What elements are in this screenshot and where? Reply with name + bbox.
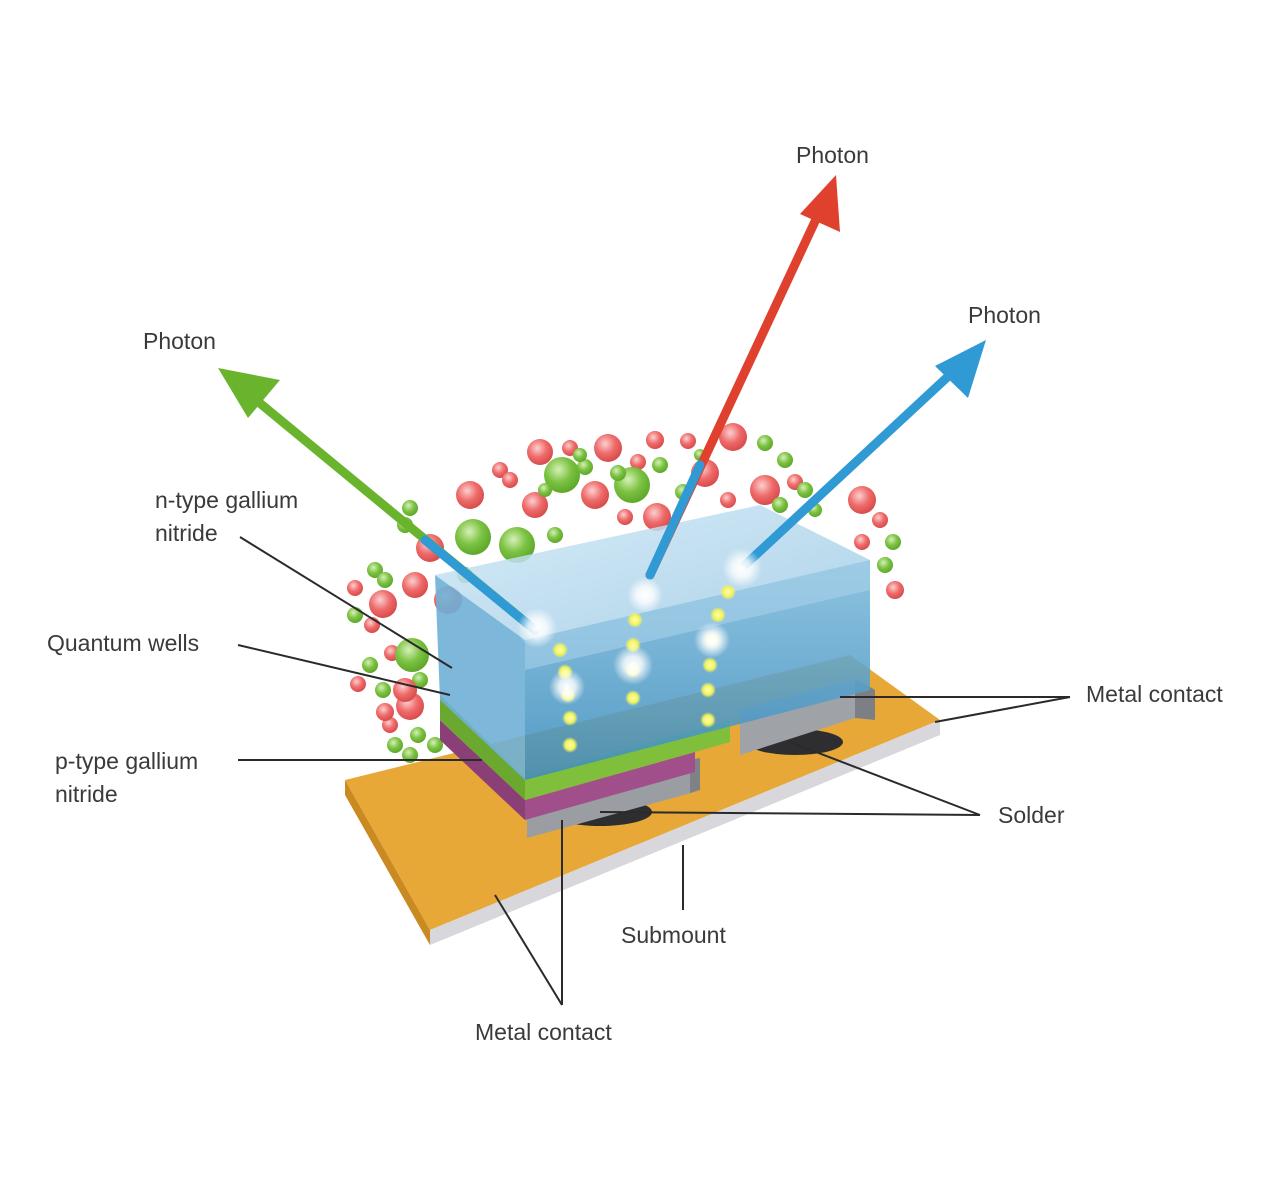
red-particle <box>594 434 622 462</box>
green-particle <box>362 657 378 673</box>
red-particle <box>719 423 747 451</box>
green-particle <box>577 459 593 475</box>
red-particle <box>376 703 394 721</box>
green-particle <box>367 562 383 578</box>
p-type-layer <box>440 720 695 820</box>
label-photon-right: Photon <box>968 302 1041 328</box>
label-submount: Submount <box>621 922 726 948</box>
green-particle <box>757 435 773 451</box>
green-particle <box>772 497 788 513</box>
label-photon-left: Photon <box>143 328 216 354</box>
red-particle <box>402 572 428 598</box>
photon-arrow-red <box>645 175 840 580</box>
green-particle <box>347 607 363 623</box>
label-metal-contact-right: Metal contact <box>1086 681 1223 707</box>
red-particle <box>502 472 518 488</box>
green-particle <box>777 452 793 468</box>
label-solder: Solder <box>998 802 1065 828</box>
sparkle <box>517 608 557 648</box>
label-n-type-line2: nitride <box>155 520 218 546</box>
quantum-wells-layer <box>440 695 730 800</box>
label-metal-contact-bottom: Metal contact <box>475 1019 612 1045</box>
emission-dot <box>700 682 716 698</box>
green-particle <box>538 483 552 497</box>
red-particle <box>492 462 508 478</box>
label-photon-top: Photon <box>796 142 869 168</box>
green-particle <box>402 500 418 516</box>
green-particle <box>573 448 587 462</box>
red-particle <box>630 454 646 470</box>
red-particle <box>347 580 363 596</box>
red-particle <box>456 481 484 509</box>
green-particle <box>395 638 429 672</box>
photon-arrow-green <box>218 368 540 635</box>
green-particle <box>410 727 426 743</box>
leader-lines <box>237 536 1071 1006</box>
emission-dot <box>710 607 726 623</box>
green-particle <box>610 465 626 481</box>
green-particle <box>652 457 668 473</box>
red-particle <box>720 492 736 508</box>
label-p-type-line1: p-type gallium <box>55 748 199 774</box>
green-particle <box>387 737 403 753</box>
photon-emission-sparkles <box>517 548 762 705</box>
red-particle <box>848 486 876 514</box>
sparkle <box>613 645 653 685</box>
red-particle <box>617 509 633 525</box>
green-particle <box>877 557 893 573</box>
green-particle <box>544 457 580 493</box>
label-n-type-line1: n-type gallium <box>155 487 299 513</box>
red-particle <box>750 475 780 505</box>
red-particle <box>886 581 904 599</box>
green-particle <box>412 672 428 688</box>
emission-dot <box>627 612 643 628</box>
red-particle <box>680 433 696 449</box>
red-particle <box>369 590 397 618</box>
green-particle <box>375 682 391 698</box>
green-particle <box>885 534 901 550</box>
red-particle <box>350 676 366 692</box>
green-particle <box>455 519 491 555</box>
emission-dot <box>700 712 716 728</box>
emission-dot <box>562 710 578 726</box>
green-particle <box>427 737 443 753</box>
sparkle <box>694 622 730 658</box>
emission-dot <box>720 584 736 600</box>
sparkle <box>722 548 762 588</box>
red-particle <box>643 503 671 531</box>
red-particle <box>872 512 888 528</box>
emission-dot <box>702 657 718 673</box>
green-particle <box>377 572 393 588</box>
red-particle <box>393 678 417 702</box>
emission-dot <box>562 737 578 753</box>
label-n-type-gallium-nitride: n-type gallium nitride <box>155 484 298 550</box>
sparkle <box>627 577 663 613</box>
emission-dot <box>625 690 641 706</box>
red-particle <box>646 431 664 449</box>
label-p-type-gallium-nitride: p-type gallium nitride <box>55 745 198 811</box>
red-particle <box>527 439 553 465</box>
particle-cloud-front <box>376 678 417 753</box>
sparkle <box>549 669 585 705</box>
label-quantum-wells: Quantum wells <box>47 630 200 656</box>
red-particle <box>581 481 609 509</box>
label-p-type-line2: nitride <box>55 781 118 807</box>
red-particle <box>522 492 548 518</box>
green-particle <box>547 527 563 543</box>
red-particle <box>382 717 398 733</box>
emission-dot <box>552 642 568 658</box>
green-particle <box>499 527 535 563</box>
green-particle <box>797 482 813 498</box>
photon-arrow-blue <box>740 340 986 570</box>
red-particle <box>854 534 870 550</box>
